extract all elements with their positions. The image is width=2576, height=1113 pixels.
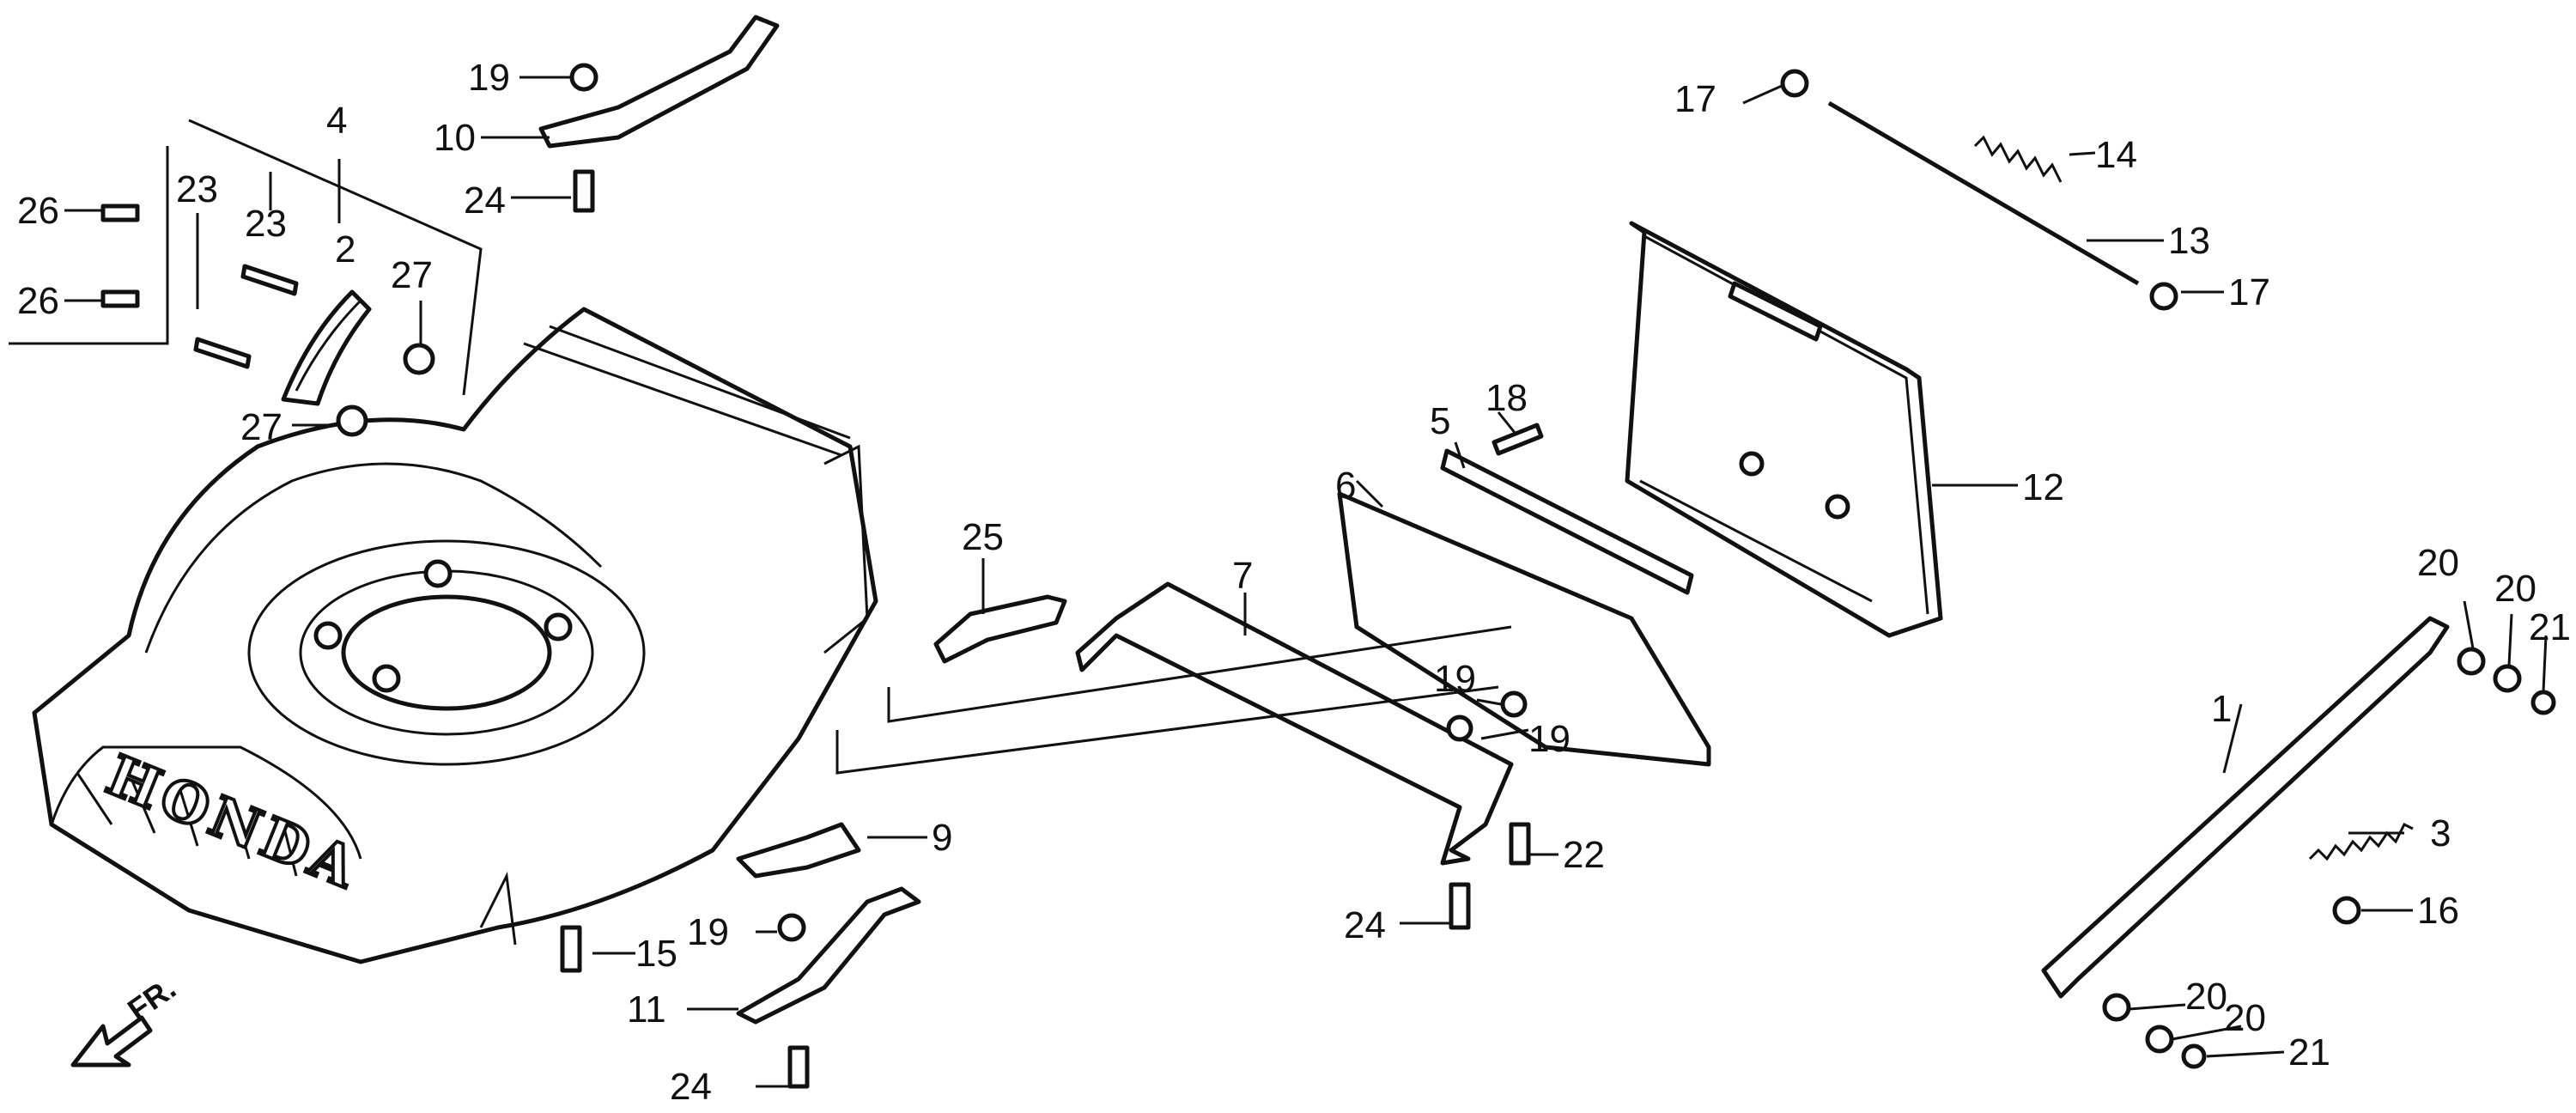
bolt-26b [100,289,140,308]
callout-27: 27 [240,406,283,448]
clip-25 [933,594,1067,664]
callout-26: 26 [17,280,59,322]
callout-13: 13 [2168,220,2210,262]
callout-20: 20 [2494,568,2537,610]
spring-3 [2308,822,2414,861]
bolt-26a [100,204,140,222]
callout-18: 18 [1485,377,1528,419]
callout-24: 24 [464,179,506,222]
callout-10: 10 [434,117,476,159]
callout-17: 17 [1674,78,1716,120]
nut-21b [2181,1043,2207,1069]
lever-1 [2041,616,2450,999]
callout-24: 24 [670,1066,712,1108]
mower-deck: HONDA [32,307,878,964]
callout-27: 27 [391,254,433,296]
front-label: FR. [121,970,182,1028]
nut-19b [777,913,806,942]
callout-22: 22 [1563,834,1605,876]
callout-19: 19 [468,57,510,99]
callout-3: 3 [2430,812,2451,855]
pin-23a [240,264,299,296]
arm-11 [736,886,921,1025]
callout-14: 14 [2095,134,2137,176]
washer-20c [2102,993,2131,1022]
plate-9 [736,822,861,879]
callout-19: 19 [1528,718,1571,760]
washer-20d [2145,1025,2174,1054]
callout-19: 19 [1434,658,1476,700]
callout-12: 12 [2022,466,2064,508]
bolt-15 [560,925,582,973]
callout-16: 16 [2417,890,2459,932]
washer-17a [1780,69,1809,98]
leader-lines [64,76,2548,1088]
bolt-24c [1449,882,1471,930]
washer-17b [2149,282,2178,311]
callout-23: 23 [176,168,218,210]
callout-6: 6 [1335,465,1356,507]
pin-23b [193,337,252,369]
reference-lines [9,119,1512,775]
callout-9: 9 [932,817,952,859]
callout-4: 4 [326,100,347,142]
callouts: 19 10 24 4 23 23 2 26 26 27 27 25 7 6 5 … [17,57,2571,1108]
pin-18 [1492,423,1544,456]
callout-7: 7 [1232,555,1253,597]
callout-23: 23 [245,203,287,245]
bolt-24a [573,169,595,213]
nut-27a [403,343,435,375]
callout-5: 5 [1430,400,1450,442]
arm-10 [538,15,780,149]
callout-15: 15 [635,933,677,975]
strip-5 [1440,448,1694,595]
callout-17: 17 [2228,271,2270,313]
callout-1: 1 [2211,688,2232,730]
callout-25: 25 [962,516,1004,558]
washer-20b [2493,664,2522,693]
flap-6 [1337,491,1711,767]
callout-21: 21 [2529,606,2571,648]
callout-2: 2 [335,228,355,271]
callout-24: 24 [1344,904,1386,946]
nut-19c [1500,690,1528,718]
washer-20a [2457,647,2486,676]
callout-21: 21 [2288,1031,2330,1073]
callout-20: 20 [2224,997,2266,1039]
rod [1827,100,2140,286]
callout-26: 26 [17,190,59,232]
spring-14 [1973,135,2063,183]
nut-27b [336,404,368,437]
front-arrow: FR. [70,970,182,1067]
hinge-bracket-2 [281,289,372,406]
nut-19a [569,63,598,92]
callout-19: 19 [687,911,729,953]
nut-16 [2332,896,2361,925]
bag-frame [1625,221,1943,638]
callout-11: 11 [627,988,666,1031]
nut-19d [1446,715,1473,742]
bolt-24b [787,1045,810,1089]
callout-20: 20 [2185,976,2227,1018]
nut-21a [2530,690,2556,715]
bolt-22 [1509,822,1531,866]
callout-20: 20 [2417,542,2459,584]
